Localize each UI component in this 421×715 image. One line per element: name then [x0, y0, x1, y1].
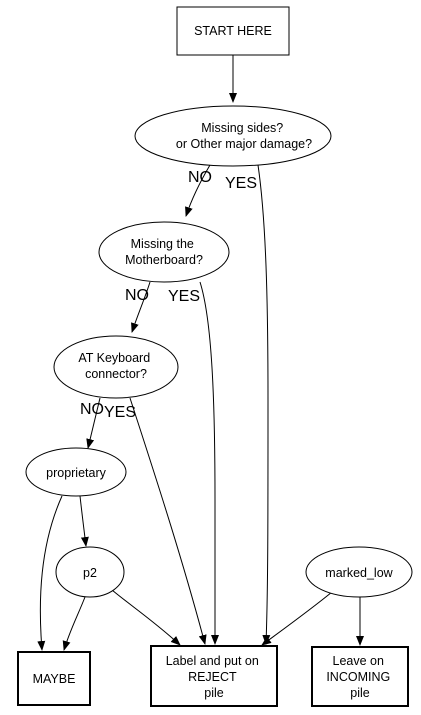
node-at-keyboard-shape [53, 335, 179, 399]
node-incoming-label: Leave on INCOMING pile [326, 654, 393, 700]
edge-proprietary-to-p2 [79, 495, 89, 547]
node-proprietary: proprietary [25, 447, 127, 497]
node-start: START HERE [176, 6, 290, 56]
node-proprietary-label: proprietary [46, 466, 106, 480]
edge-label-yes-3: YES [104, 404, 136, 421]
node-marked-low: marked_low [305, 546, 413, 598]
node-missing-motherboard: Missing the Motherboard? [98, 221, 230, 283]
node-reject: Label and put on REJECT pile [150, 645, 278, 707]
edge-missing-mb-no [131, 281, 151, 333]
edge-label-no-2: NO [125, 287, 149, 304]
node-proprietary-shape [25, 447, 127, 497]
node-incoming: Leave on INCOMING pile [311, 646, 409, 707]
node-reject-box [150, 645, 278, 707]
node-missing-sides-label: Missing sides? or Other major damage? [176, 121, 312, 151]
node-p2-shape [55, 546, 125, 598]
node-reject-label: Label and put on REJECT pile [166, 654, 263, 700]
edge-label-no-1: NO [188, 169, 212, 186]
edge-at-keyboard-yes [129, 397, 207, 645]
node-p2: p2 [55, 546, 125, 598]
edge-p2-to-reject [111, 589, 181, 646]
edge-label-no-3: NO [80, 401, 104, 418]
node-missing-motherboard-shape [98, 221, 230, 283]
node-marked-low-label: marked_low [325, 566, 393, 580]
node-at-keyboard: AT Keyboard connector? [53, 335, 179, 399]
node-start-label: START HERE [194, 24, 272, 38]
node-missing-sides: Missing sides? or Other major damage? [134, 105, 332, 167]
node-p2-label: p2 [83, 566, 97, 580]
edge-p2-to-maybe [62, 596, 86, 651]
node-incoming-box [311, 646, 409, 707]
node-at-keyboard-label: AT Keyboard connector? [78, 351, 153, 381]
edge-labels: NO YES NO YES NO YES [80, 169, 257, 421]
node-marked-low-shape [305, 546, 413, 598]
node-maybe-label: MAYBE [33, 672, 76, 686]
edge-proprietary-to-maybe [37, 495, 63, 651]
edge-label-yes-1: YES [225, 175, 257, 192]
node-maybe-box [17, 651, 91, 706]
node-start-box [176, 6, 290, 56]
edge-missing-sides-no [185, 164, 211, 217]
edge-at-keyboard-no [86, 397, 101, 449]
edge-missing-sides-yes [257, 164, 271, 645]
edges [37, 55, 364, 651]
node-missing-sides-shape [134, 105, 332, 167]
node-missing-motherboard-label: Missing the Motherboard? [125, 237, 203, 267]
node-maybe: MAYBE [17, 651, 91, 706]
edge-label-yes-2: YES [168, 288, 200, 305]
edge-marked-low-to-reject [261, 591, 333, 646]
edge-missing-mb-yes [199, 281, 219, 645]
